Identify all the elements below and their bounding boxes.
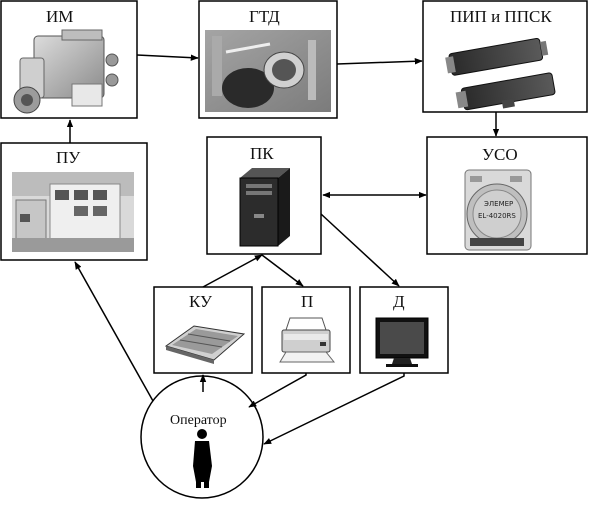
operator-node: Оператор: [140, 375, 264, 499]
keyboard-icon: [164, 325, 246, 364]
sensor-module-image: [445, 37, 556, 111]
uso-brand-text: ЭЛЕМЕР: [484, 200, 513, 208]
block-uso-label: УСО: [482, 145, 518, 164]
block-pip: ПИП и ППСК: [422, 0, 588, 113]
uso-device-image: ЭЛЕМЕР EL-4020RS: [464, 169, 532, 251]
block-d: Д: [359, 286, 449, 374]
block-p: П: [261, 286, 351, 374]
control-room-image: [12, 172, 134, 252]
block-im: ИМ: [0, 0, 138, 119]
block-d-label: Д: [393, 292, 405, 311]
block-p-label: П: [301, 292, 313, 311]
connection-arrows: [66, 54, 500, 445]
block-pu-label: ПУ: [56, 148, 81, 167]
arrow-operator-to-pu: [74, 261, 154, 402]
arrow-d-to-operator: [263, 373, 405, 445]
block-pu: ПУ: [0, 142, 148, 261]
block-pk-label: ПК: [250, 144, 274, 163]
block-ku-label: КУ: [189, 292, 213, 311]
arrow-im-to-gtd: [136, 54, 199, 61]
block-gtd-label: ГТД: [249, 7, 280, 26]
actuator-image: [13, 29, 119, 114]
block-im-label: ИМ: [46, 7, 73, 26]
arrow-pk-to-p: [261, 254, 304, 287]
block-pip-label: ПИП и ППСК: [450, 7, 552, 26]
block-gtd: ГТД: [198, 0, 338, 119]
person-icon: [193, 429, 212, 488]
pc-tower-icon: [239, 168, 290, 247]
arrow-pk-to-d: [320, 213, 400, 287]
block-ku: КУ: [153, 286, 253, 374]
operator-label: Оператор: [170, 413, 227, 428]
turbine-engine-image: [205, 30, 331, 112]
arrow-p-to-operator: [248, 373, 307, 408]
uso-model-text: EL-4020RS: [478, 212, 516, 220]
block-pk: ПК: [206, 136, 322, 255]
arrow-gtd-to-pip: [336, 58, 423, 65]
monitor-icon: [375, 317, 429, 367]
printer-icon: [279, 317, 336, 363]
block-uso: УСО ЭЛЕМЕР EL-4020RS: [426, 136, 588, 255]
arrow-ku-to-pk: [202, 254, 263, 288]
